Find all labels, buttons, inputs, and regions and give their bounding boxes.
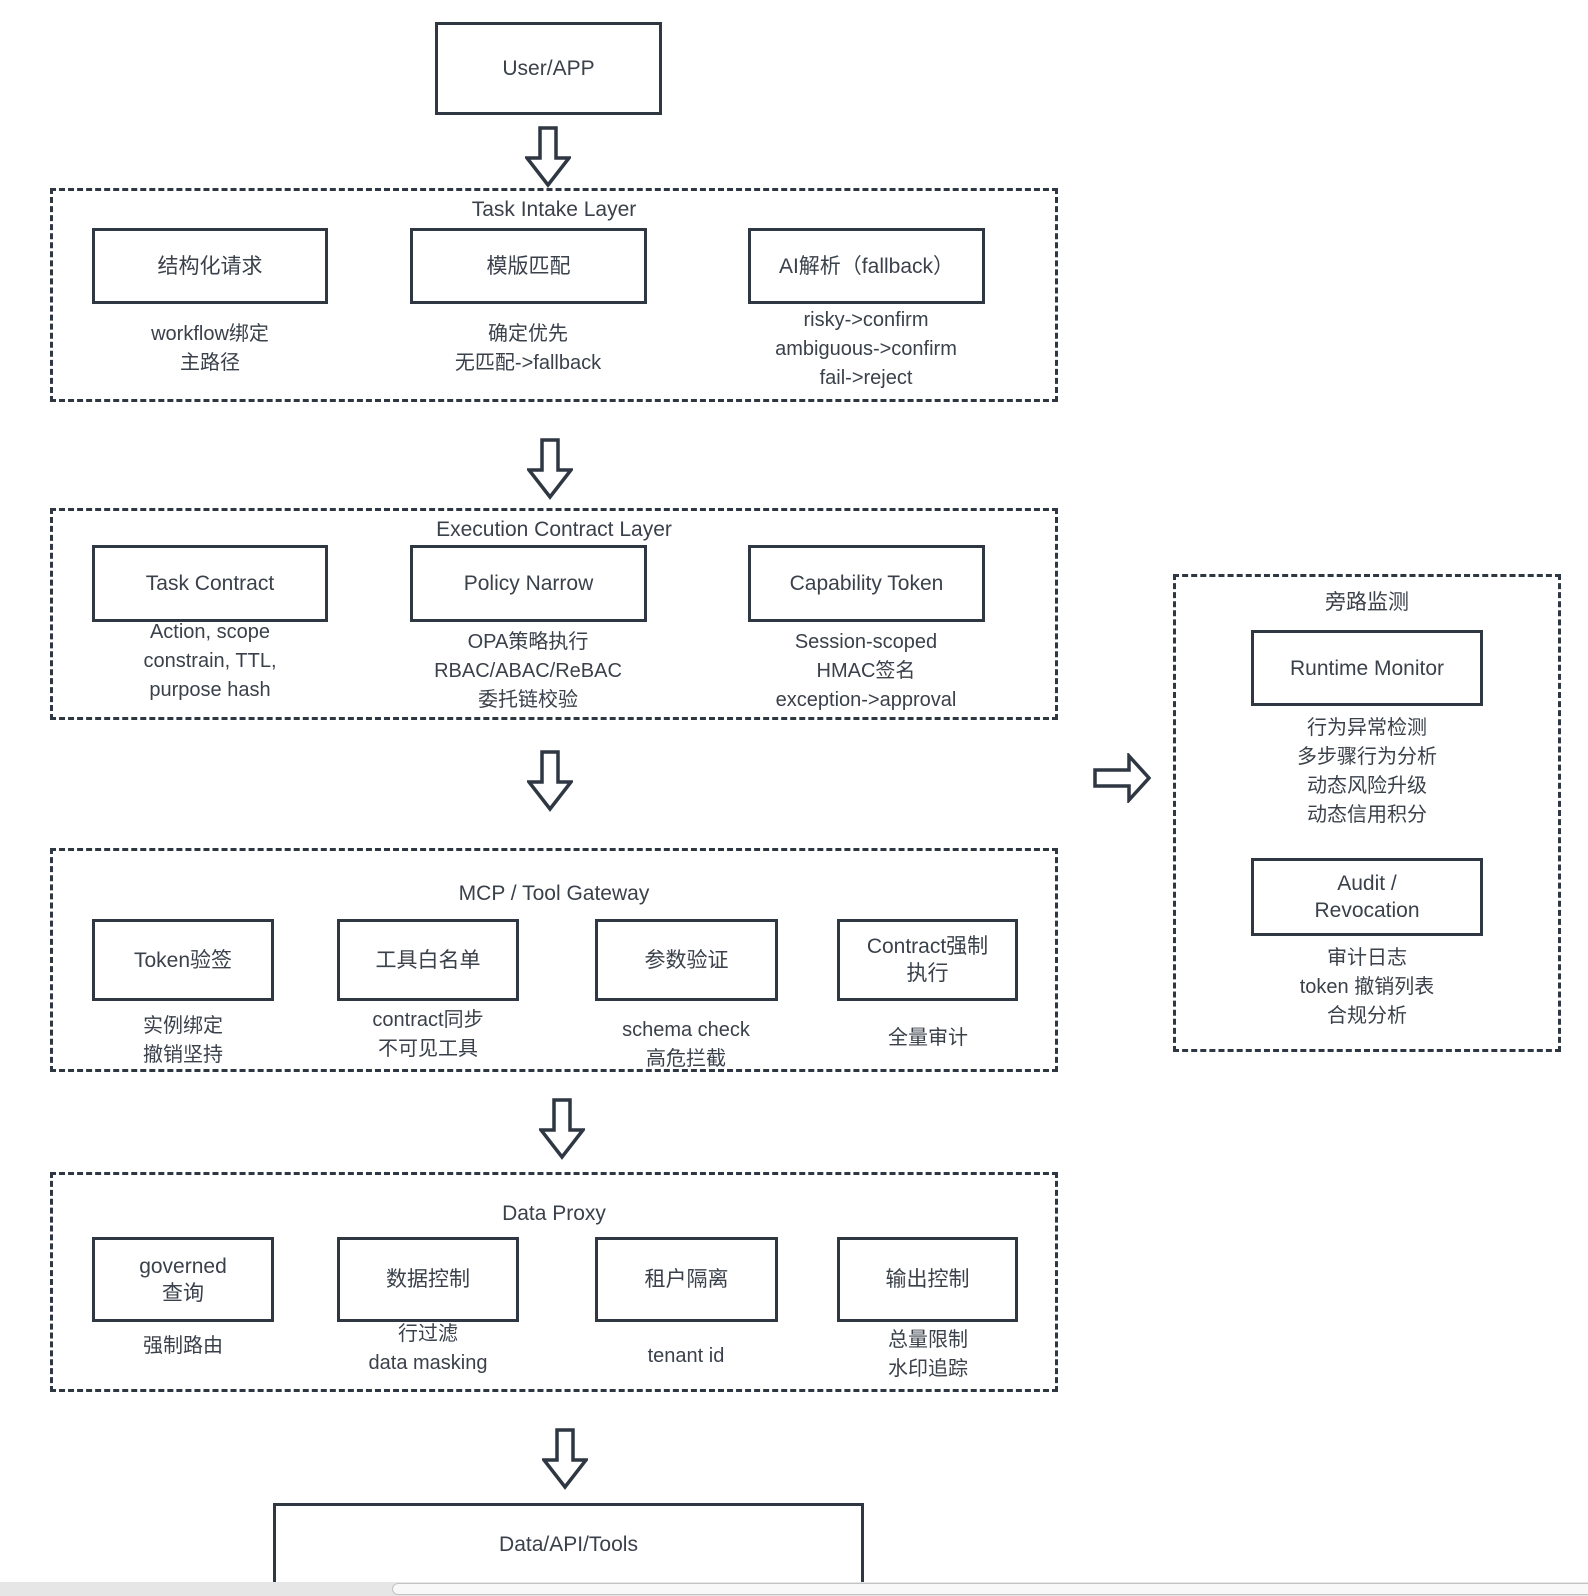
box-param-validation: 参数验证 xyxy=(595,919,778,1001)
box-note: 实例绑定 撤销坚持 xyxy=(143,1015,223,1066)
box-note: contract同步 不可见工具 xyxy=(372,1009,484,1060)
layer-title: Execution Contract Layer xyxy=(436,518,672,541)
down-arrow-icon xyxy=(527,438,573,500)
down-arrow-icon xyxy=(542,1428,588,1490)
box-note: risky->confirm ambiguous->confirm fail->… xyxy=(775,309,957,389)
box-token-verify: Token验签 xyxy=(92,919,274,1001)
box-audit-revocation: Audit / Revocation xyxy=(1251,858,1483,936)
box-data-control: 数据控制 xyxy=(337,1237,519,1322)
box-note: schema check 高危拦截 xyxy=(622,1019,750,1070)
box-note: Action, scope constrain, TTL, purpose ha… xyxy=(143,621,277,701)
box-note: 确定优先 无匹配->fallback xyxy=(454,323,602,374)
box-output-control: 输出控制 xyxy=(837,1237,1018,1322)
box-tool-whitelist: 工具白名单 xyxy=(337,919,519,1001)
side-panel-bypass-monitoring xyxy=(1173,574,1561,1052)
box-policy-narrow: Policy Narrow xyxy=(410,545,647,622)
box-note: Session-scoped HMAC签名 exception->approva… xyxy=(775,631,957,711)
down-arrow-icon xyxy=(539,1098,585,1160)
layer-title: MCP / Tool Gateway xyxy=(458,882,650,905)
layer-title: 旁路监测 xyxy=(1325,591,1409,614)
box-note: workflow绑定 主路径 xyxy=(151,323,269,374)
box-note: OPA策略执行 RBAC/ABAC/ReBAC 委托链校验 xyxy=(434,631,622,711)
down-arrow-icon xyxy=(525,126,571,188)
box-note: 强制路由 xyxy=(143,1335,223,1357)
box-ai-parse-fallback: AI解析（fallback） xyxy=(748,228,985,304)
layer-mcp-tool-gateway xyxy=(50,848,1058,1072)
box-template-match: 模版匹配 xyxy=(410,228,647,304)
right-arrow-icon xyxy=(1093,753,1151,803)
box-governed-query: governed 查询 xyxy=(92,1237,274,1322)
layer-title: Task Intake Layer xyxy=(471,198,637,221)
box-tenant-isolation: 租户隔离 xyxy=(595,1237,778,1322)
box-contract-enforce: Contract强制 执行 xyxy=(837,919,1018,1001)
user-app-node: User/APP xyxy=(435,22,662,115)
data-api-tools-node: Data/API/Tools xyxy=(273,1503,864,1585)
box-note: 全量审计 xyxy=(888,1027,968,1049)
box-note: 总量限制 水印追踪 xyxy=(888,1329,968,1380)
box-structured-request: 结构化请求 xyxy=(92,228,328,304)
layer-execution-contract xyxy=(50,508,1058,720)
box-note: tenant id xyxy=(647,1345,725,1367)
box-note: 审计日志 token 撤销列表 合规分析 xyxy=(1299,947,1435,1027)
box-task-contract: Task Contract xyxy=(92,545,328,622)
layer-title: Data Proxy xyxy=(502,1202,606,1225)
box-note: 行过滤 data masking xyxy=(368,1323,488,1374)
box-note: 行为异常检测 多步骤行为分析 动态风险升级 动态信用积分 xyxy=(1297,717,1437,826)
layer-data-proxy xyxy=(50,1172,1058,1392)
box-capability-token: Capability Token xyxy=(748,545,985,622)
box-runtime-monitor: Runtime Monitor xyxy=(1251,630,1483,706)
layer-task-intake xyxy=(50,188,1058,402)
down-arrow-icon xyxy=(527,750,573,812)
scrollbar-thumb[interactable] xyxy=(392,1583,1588,1595)
